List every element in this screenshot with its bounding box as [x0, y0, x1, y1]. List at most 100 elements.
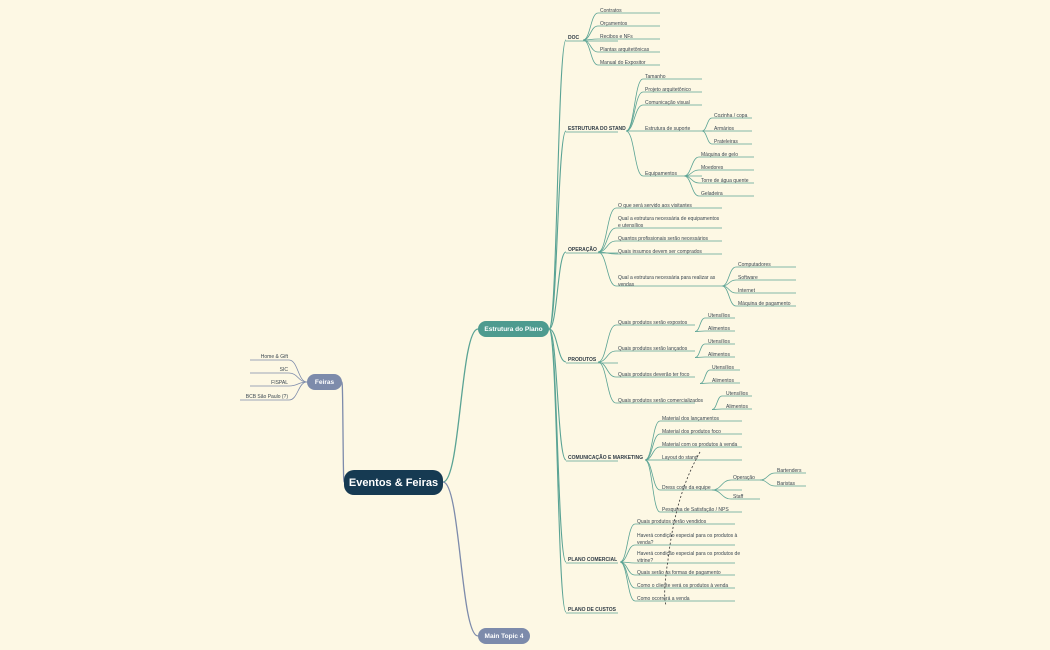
- topic-recibos[interactable]: Recibos e NFs: [600, 34, 633, 40]
- topic-armarios[interactable]: Armários: [714, 126, 735, 132]
- topic-dress-code[interactable]: Dress code da equipe: [662, 485, 711, 491]
- topic-layout-stand[interactable]: Layout do stand: [662, 455, 698, 461]
- connector: [699, 369, 711, 384]
- topic-contratos[interactable]: Contratos: [600, 8, 622, 14]
- topic-alimentos[interactable]: Alimentos: [708, 326, 730, 332]
- main-topic-estrutura-do-plano[interactable]: Estrutura do Plano: [478, 321, 549, 337]
- topic-alimentos[interactable]: Alimentos: [708, 352, 730, 358]
- connector: [701, 117, 713, 132]
- topic-maquina-gelo[interactable]: Máquina de gelo: [701, 152, 738, 158]
- topic-produtos-comercializados[interactable]: Quais produtos serão comercializados: [618, 398, 704, 404]
- main-topic-feiras[interactable]: Feiras: [307, 374, 342, 390]
- connector: [582, 39, 599, 66]
- topic-torre-agua[interactable]: Torre de água quente: [701, 178, 749, 184]
- connector: [619, 523, 636, 563]
- topic-alimentos[interactable]: Alimentos: [726, 404, 748, 410]
- connector: [711, 395, 723, 410]
- connector: [597, 251, 617, 287]
- topic-produtos-vendidos[interactable]: Quais produtos serão vendidos: [637, 519, 707, 525]
- topic-fispal[interactable]: FISPAL: [271, 380, 288, 386]
- central-topic[interactable]: Eventos & Feiras: [344, 470, 443, 495]
- topic-utensilios[interactable]: Utensílios: [708, 339, 730, 345]
- topic-produtos-foco[interactable]: Quais produtos deverão ter foco: [618, 372, 690, 378]
- topic-utensilios[interactable]: Utensílios: [712, 365, 734, 371]
- connector: [597, 251, 617, 255]
- topic-cliente-vera[interactable]: Como o cliente verá os produtos à venda: [637, 583, 729, 589]
- topic-utensilios[interactable]: Utensílios: [708, 313, 730, 319]
- topic-produtos-expostos[interactable]: Quais produtos serão expostos: [618, 320, 688, 326]
- topic-orcamentos[interactable]: Orçamentos: [600, 21, 628, 27]
- subtopic-comunicacao-marketing[interactable]: COMUNICAÇÃO E MARKETING: [568, 455, 643, 461]
- topic-servido-visitantes[interactable]: O que será servido aos visitantes: [618, 203, 692, 209]
- topic-software[interactable]: Software: [738, 275, 758, 281]
- connector: [699, 382, 711, 384]
- topic-condicao-venda[interactable]: Haverá condição especial para os produto…: [637, 533, 738, 546]
- connector: [288, 359, 308, 383]
- topic-profissionais[interactable]: Quantos profissionais serão necessários: [618, 236, 709, 242]
- connector: [442, 328, 479, 483]
- topic-sic[interactable]: SIC: [279, 367, 288, 373]
- subtopic-estrutura-do-stand[interactable]: ESTRUTURA DO STAND: [568, 126, 626, 132]
- topic-produtos-lancados[interactable]: Quais produtos serão lançados: [618, 346, 688, 352]
- subtopic-produtos[interactable]: PRODUTOS: [568, 357, 597, 363]
- topic-estrutura-suporte[interactable]: Estrutura de suporte: [645, 126, 691, 132]
- topic-home-gift[interactable]: Home & Gift: [260, 354, 288, 360]
- topic-material-produtos-venda[interactable]: Material com os produtos à venda: [662, 442, 738, 448]
- topic-plantas[interactable]: Plantas arquitetônicas: [600, 47, 650, 53]
- topic-moedores[interactable]: Moedores: [701, 165, 724, 171]
- connector: [694, 317, 706, 332]
- subtopic-doc[interactable]: DOC: [568, 35, 580, 41]
- topic-condicao-vitrine[interactable]: Haverá condição especial para os produto…: [637, 551, 741, 564]
- connector: [582, 25, 599, 41]
- topic-dress-staff[interactable]: Staff: [733, 494, 744, 500]
- connector: [597, 227, 617, 253]
- subtopic-plano-de-custos[interactable]: PLANO DE CUSTOS: [568, 607, 616, 613]
- topic-prateleiras[interactable]: Prateleiras: [714, 139, 738, 145]
- topic-cozinha[interactable]: Cozinha / copa: [714, 113, 748, 119]
- topic-alimentos[interactable]: Alimentos: [712, 378, 734, 384]
- connector: [548, 251, 567, 330]
- connector: [694, 356, 706, 358]
- topic-estrutura-vendas[interactable]: Qual a estrutura necessária para realiza…: [618, 275, 716, 288]
- topic-internet[interactable]: Internet: [738, 288, 755, 294]
- connector: [625, 91, 644, 132]
- connector: [548, 328, 567, 363]
- topic-maquina-pagamento[interactable]: Máquina de pagamento: [738, 301, 791, 307]
- topic-manual-expositor[interactable]: Manual do Expositor: [600, 60, 646, 66]
- connector: [711, 489, 732, 500]
- connector: [597, 350, 617, 363]
- subtopic-plano-comercial[interactable]: PLANO COMERCIAL: [568, 557, 618, 563]
- topic-formas-pagamento[interactable]: Quais serão as formas de pagamento: [637, 570, 721, 576]
- topic-dress-operacao[interactable]: Operação: [733, 475, 755, 481]
- topic-insumos[interactable]: Quais insumos devem ser comprados: [618, 249, 702, 255]
- connector: [341, 381, 345, 483]
- topic-material-lancamentos[interactable]: Material dos lançamentos: [662, 416, 719, 422]
- topic-como-venda[interactable]: Como ocorrerá a venda: [637, 596, 690, 602]
- topic-bcb-sao-paulo[interactable]: BCB São Paulo (?): [245, 394, 288, 400]
- topic-estrutura-equipamentos[interactable]: Qual a estrutura necessária de equipamen…: [618, 216, 720, 229]
- connector: [625, 104, 644, 132]
- topic-equipamentos[interactable]: Equipamentos: [645, 171, 677, 177]
- connector: [548, 130, 567, 330]
- connector: [625, 130, 644, 177]
- topic-projeto-arquitetonico[interactable]: Projeto arquitetônico: [645, 87, 691, 93]
- connector: [759, 472, 776, 481]
- connector: [721, 285, 737, 307]
- topic-utensilios[interactable]: Utensílios: [726, 391, 748, 397]
- topic-comunicacao-visual[interactable]: Comunicação visual: [645, 100, 690, 106]
- topic-bartenders[interactable]: Bartenders: [777, 468, 802, 474]
- connector: [597, 207, 617, 253]
- connector: [711, 479, 732, 491]
- topic-tamanho[interactable]: Tamanho: [645, 74, 666, 80]
- topic-baristas[interactable]: Baristas: [777, 481, 796, 487]
- connector: [694, 343, 706, 358]
- relationship-dashed-line[interactable]: [664, 451, 701, 606]
- subtopic-operacao[interactable]: OPERAÇÃO: [568, 247, 597, 253]
- topic-pesquisa-nps[interactable]: Pesquisa de Satisfação / NPS: [662, 507, 729, 513]
- topic-material-produtos-foco[interactable]: Material dos produtos foco: [662, 429, 721, 435]
- main-topic-4[interactable]: Main Topic 4: [478, 628, 530, 644]
- topic-geladeira[interactable]: Geladeira: [701, 191, 723, 197]
- connector: [694, 330, 706, 332]
- topic-computadores[interactable]: Computadores: [738, 262, 771, 268]
